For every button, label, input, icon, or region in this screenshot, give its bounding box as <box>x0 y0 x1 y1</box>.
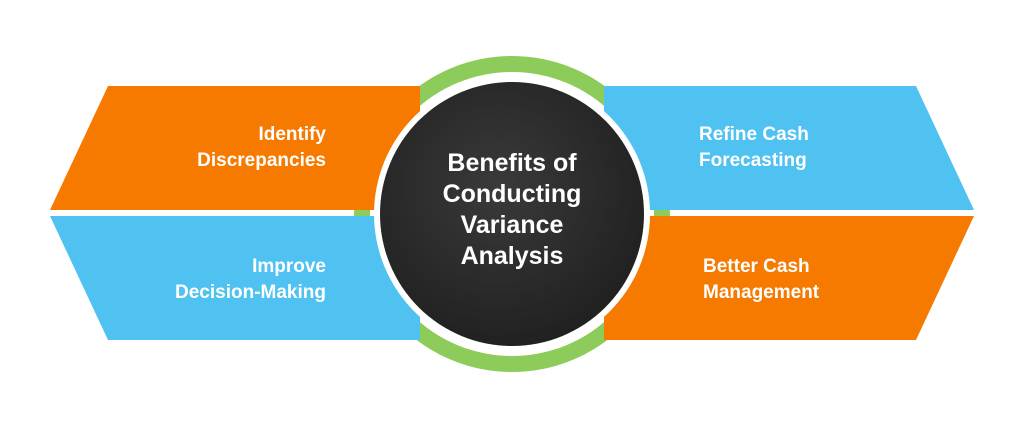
benefit-line: Refine Cash <box>699 124 809 145</box>
benefit-identify-discrepancies: Identify Discrepancies <box>197 122 326 174</box>
panel-top-left <box>50 86 420 210</box>
benefit-line: Better Cash <box>703 256 810 277</box>
benefit-refine-cash-forecasting: Refine Cash Forecasting <box>699 122 809 174</box>
panel-bottom-left <box>50 216 420 340</box>
benefit-line: Identify <box>258 124 326 145</box>
center-title-line-3: Variance <box>460 211 564 239</box>
panel-top-right <box>604 86 974 210</box>
center-title-line-4: Analysis <box>460 242 564 270</box>
benefit-line: Decision-Making <box>175 282 326 303</box>
center-title-line-1: Benefits of <box>447 149 577 177</box>
benefit-line: Management <box>703 282 820 303</box>
center-circle <box>380 82 644 346</box>
benefit-improve-decision-making: Improve Decision-Making <box>175 254 326 306</box>
benefit-line: Forecasting <box>699 150 807 171</box>
benefit-line: Discrepancies <box>197 150 326 171</box>
panel-bottom-right <box>604 216 974 340</box>
center-title: Benefits of Conducting Variance Analysis <box>392 148 632 272</box>
center-title-line-2: Conducting <box>442 180 582 208</box>
benefit-line: Improve <box>252 256 326 277</box>
benefit-better-cash-management: Better Cash Management <box>703 254 819 306</box>
